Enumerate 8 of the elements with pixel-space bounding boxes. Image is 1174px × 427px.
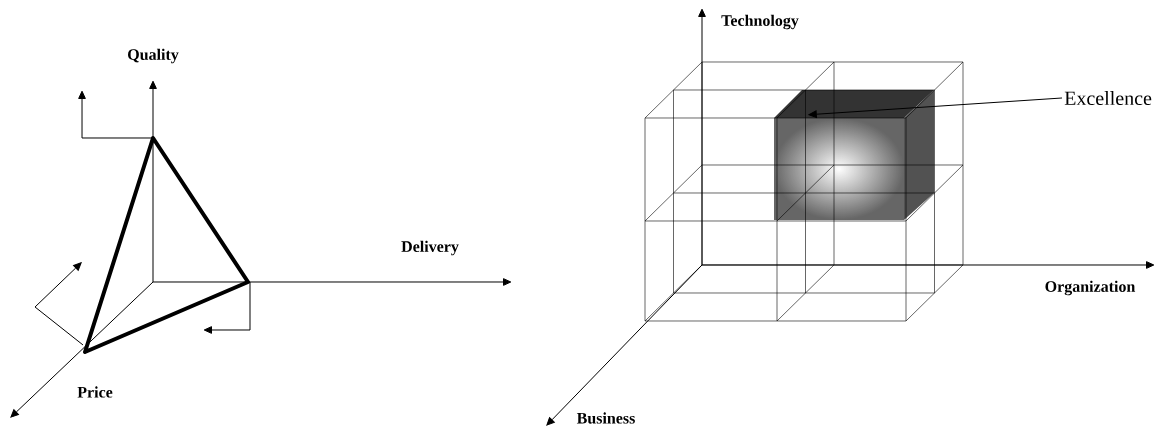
axis-label: Business (576, 412, 635, 424)
axis-label: Organization (1045, 280, 1136, 296)
leader-arrow (808, 97, 1063, 119)
axis-label: Delivery (401, 240, 459, 256)
axis-label: Technology (721, 14, 799, 30)
callout-text: Excellence (1064, 90, 1152, 105)
axis-label: Price (77, 386, 113, 398)
axis-label: Quality (128, 48, 179, 64)
